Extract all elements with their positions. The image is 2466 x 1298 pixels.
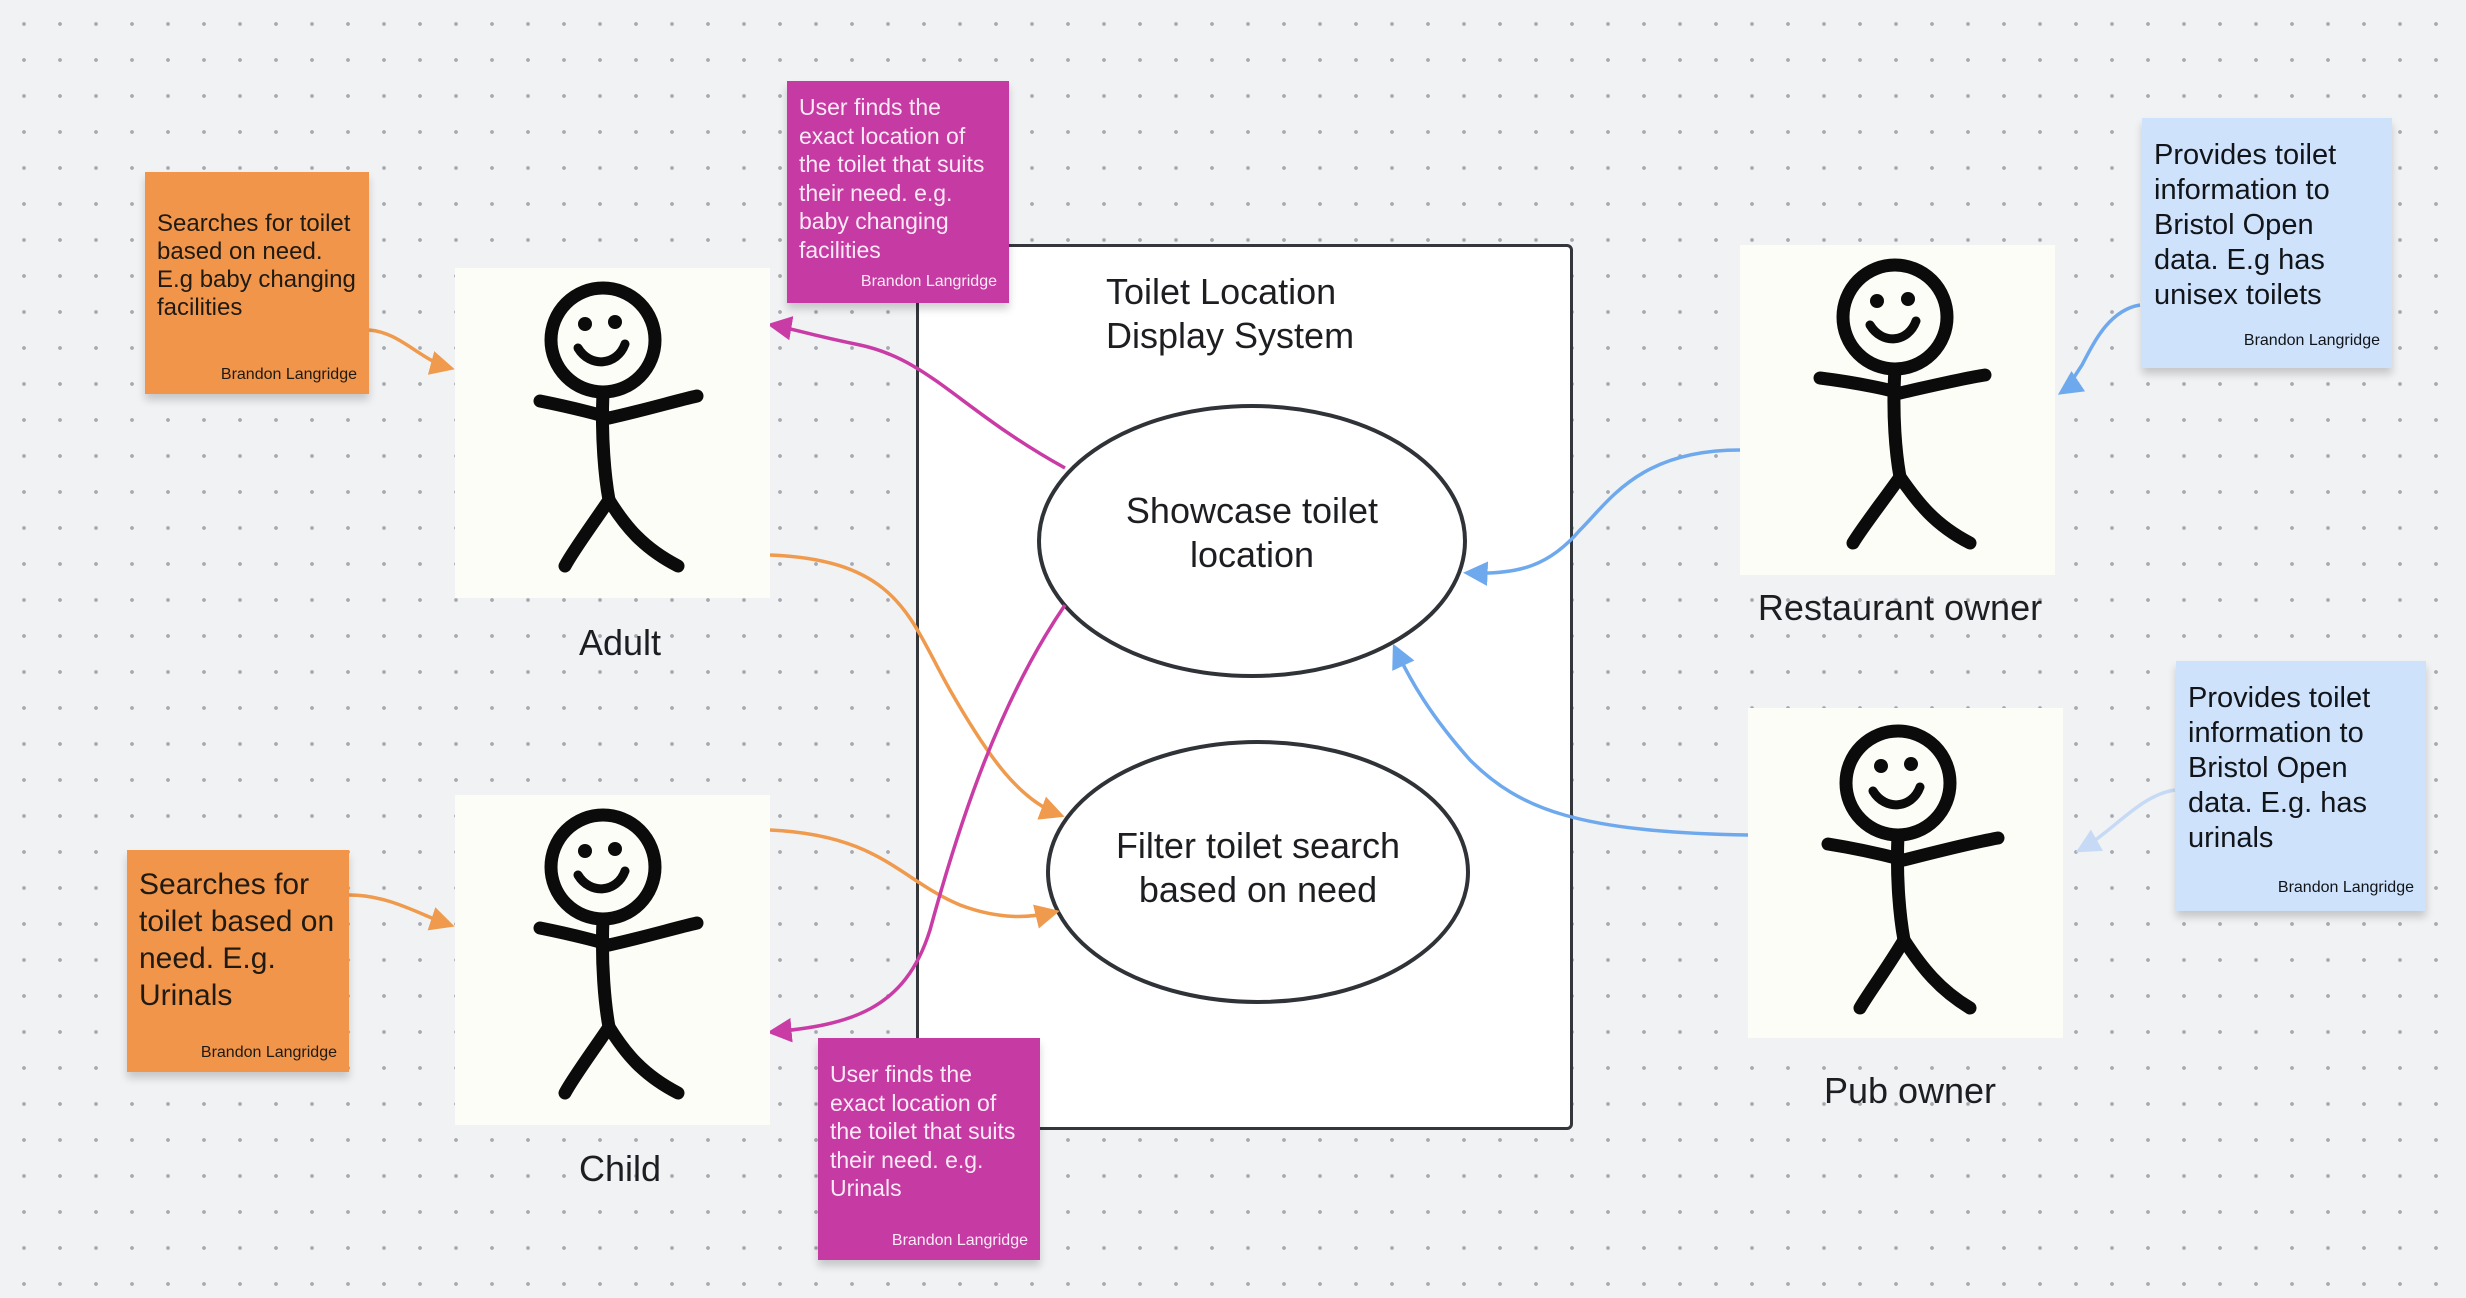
sticky-author: Brandon Langridge bbox=[860, 273, 997, 290]
sticky-text: Provides toilet information to Bristol O… bbox=[2154, 139, 2337, 311]
actor-child-label: Child bbox=[578, 1148, 662, 1189]
sticky-author: Brandon Langridge bbox=[891, 1232, 1028, 1249]
sticky-child-finds[interactable]: User finds the exact location of the toi… bbox=[818, 1038, 1040, 1260]
actor-restaurant-owner-label: Restaurant owner bbox=[1757, 587, 2043, 628]
arrow-adult-note-to-adult[interactable] bbox=[368, 328, 455, 375]
sticky-text: User finds the exact location of the toi… bbox=[799, 94, 985, 263]
sticky-text: Searches for toilet based on need. E.g b… bbox=[157, 210, 356, 321]
usecase-filter-label: Filter toilet search based on need bbox=[1115, 825, 1401, 910]
sticky-pub-provides[interactable]: Provides toilet information to Bristol O… bbox=[2176, 661, 2426, 911]
stick-figure-icon bbox=[1821, 724, 2005, 1015]
sticky-text: Searches for toilet based on need. E.g. … bbox=[139, 868, 335, 1012]
arrow-restaurant-to-showcase[interactable] bbox=[1463, 448, 1741, 586]
sticky-author: Brandon Langridge bbox=[2277, 879, 2414, 896]
usecase-showcase-label: Showcase toilet location bbox=[1125, 490, 1379, 575]
arrow-child-note-to-child[interactable] bbox=[348, 893, 455, 931]
arrow-child-to-filter[interactable] bbox=[769, 828, 1060, 929]
actor-adult-label: Adult bbox=[578, 622, 662, 663]
usecase-filter-ellipse[interactable] bbox=[1046, 740, 1470, 1004]
sticky-author: Brandon Langridge bbox=[200, 1044, 337, 1061]
arrow-pub-to-showcase[interactable] bbox=[1392, 643, 1749, 837]
sticky-author: Brandon Langridge bbox=[220, 366, 357, 383]
arrow-restaurant-note-to-restaurant[interactable] bbox=[2057, 303, 2141, 395]
actor-restaurant-owner-card[interactable] bbox=[1740, 245, 2055, 575]
sticky-author: Brandon Langridge bbox=[2243, 332, 2380, 349]
sticky-adult-finds[interactable]: User finds the exact location of the toi… bbox=[787, 81, 1009, 303]
actor-pub-owner-label: Pub owner bbox=[1823, 1070, 1997, 1111]
actor-pub-owner-card[interactable] bbox=[1748, 708, 2063, 1038]
actor-child-card[interactable] bbox=[455, 795, 770, 1125]
stick-figure-icon bbox=[533, 808, 704, 1100]
arrow-pub-note-to-pub[interactable] bbox=[2075, 788, 2176, 853]
sticky-restaurant-provides[interactable]: Provides toilet information to Bristol O… bbox=[2142, 118, 2392, 368]
arrow-showcase-to-child[interactable] bbox=[767, 604, 1067, 1043]
stick-figure-icon bbox=[533, 281, 704, 573]
system-title: Toilet Location Display System bbox=[1106, 271, 1355, 356]
sticky-adult-search[interactable]: Searches for toilet based on need. E.g b… bbox=[145, 172, 369, 394]
sticky-text: User finds the exact location of the toi… bbox=[830, 1061, 1016, 1201]
usecase-showcase-ellipse[interactable] bbox=[1037, 404, 1467, 678]
arrow-adult-to-filter[interactable] bbox=[769, 553, 1065, 820]
actor-adult-card[interactable] bbox=[455, 268, 770, 598]
stick-figure-icon bbox=[1813, 258, 1992, 550]
sticky-text: Provides toilet information to Bristol O… bbox=[2188, 682, 2371, 854]
sticky-child-search[interactable]: Searches for toilet based on need. E.g. … bbox=[127, 850, 349, 1072]
arrow-showcase-to-adult[interactable] bbox=[767, 316, 1066, 470]
